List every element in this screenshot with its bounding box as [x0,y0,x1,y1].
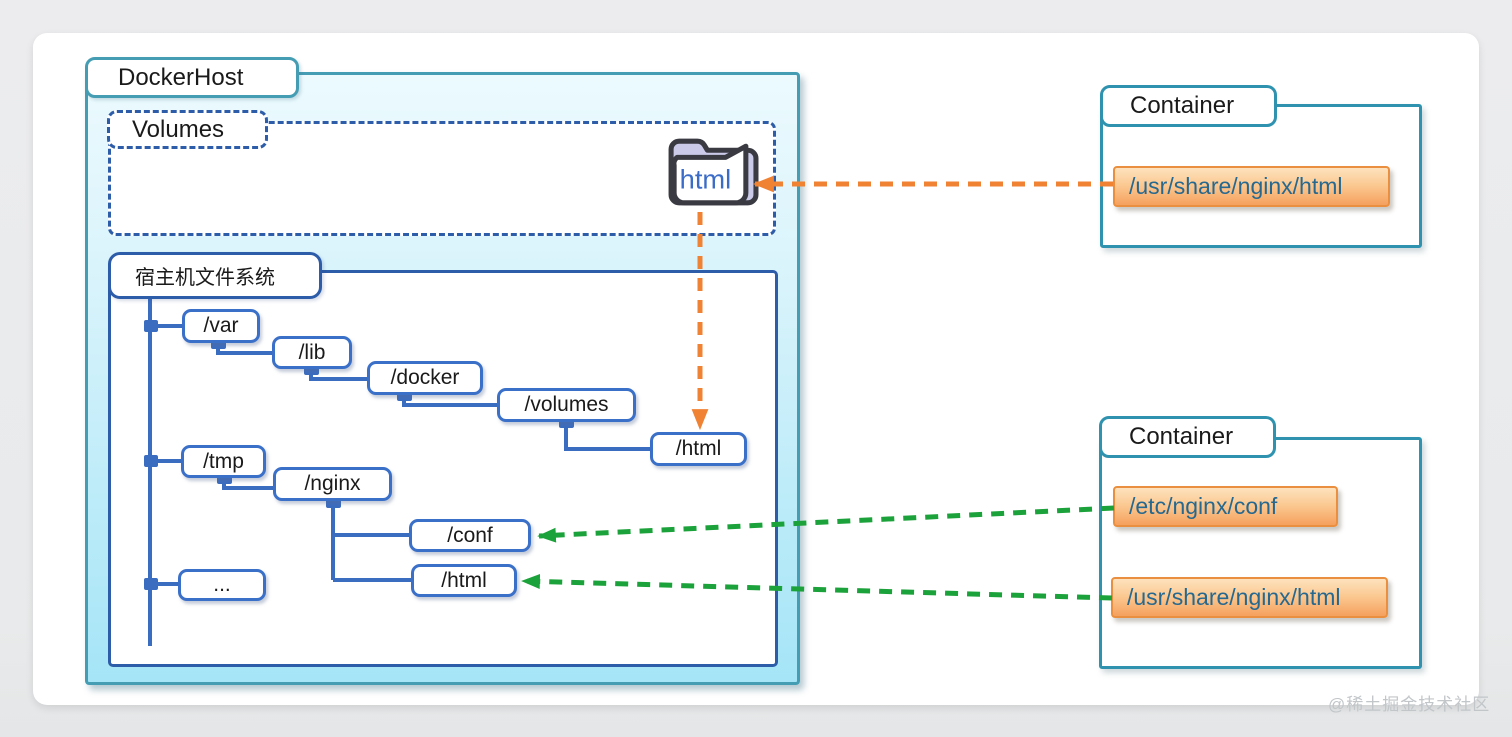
dockerhost-title: DockerHost [118,63,244,91]
container-2-mount-html: /usr/share/nginx/html [1111,577,1388,618]
container-1-mount-html: /usr/share/nginx/html [1113,166,1390,207]
container-2-mount-conf: /etc/nginx/conf [1113,486,1338,527]
volume-folder-icon: html [668,138,759,206]
mount-path: /usr/share/nginx/html [1129,173,1343,199]
watermark: @稀土掘金技术社区 [1328,695,1491,714]
fs-node-html-nginx: /html [411,564,517,597]
fs-node-lib: /lib [272,336,352,369]
volumes-title: Volumes [132,115,225,143]
container-2-box [1099,437,1422,669]
dockerhost-label: DockerHost [85,57,299,98]
fs-node-var: /var [182,309,260,343]
host-filesystem-title: 宿主机文件系统 [135,267,275,289]
fs-node-ellipsis: ... [178,569,266,601]
volumes-label: Volumes [107,110,268,149]
container-2-title: Container [1129,423,1234,450]
fs-node-nginx: /nginx [273,467,392,501]
container-1-label: Container [1100,85,1277,127]
volume-folder-label: html [680,164,732,195]
host-filesystem-label: 宿主机文件系统 [108,252,322,299]
fs-node-volumes: /volumes [497,388,636,422]
container-2-label: Container [1099,416,1276,458]
container-1-title: Container [1130,92,1235,119]
fs-node-tmp: /tmp [181,445,266,478]
mount-path: /usr/share/nginx/html [1127,584,1341,610]
fs-node-conf: /conf [409,519,531,552]
fs-node-html-volume: /html [650,432,747,466]
fs-node-docker: /docker [367,361,483,395]
volumes-zone [108,121,776,236]
mount-path: /etc/nginx/conf [1129,493,1278,519]
